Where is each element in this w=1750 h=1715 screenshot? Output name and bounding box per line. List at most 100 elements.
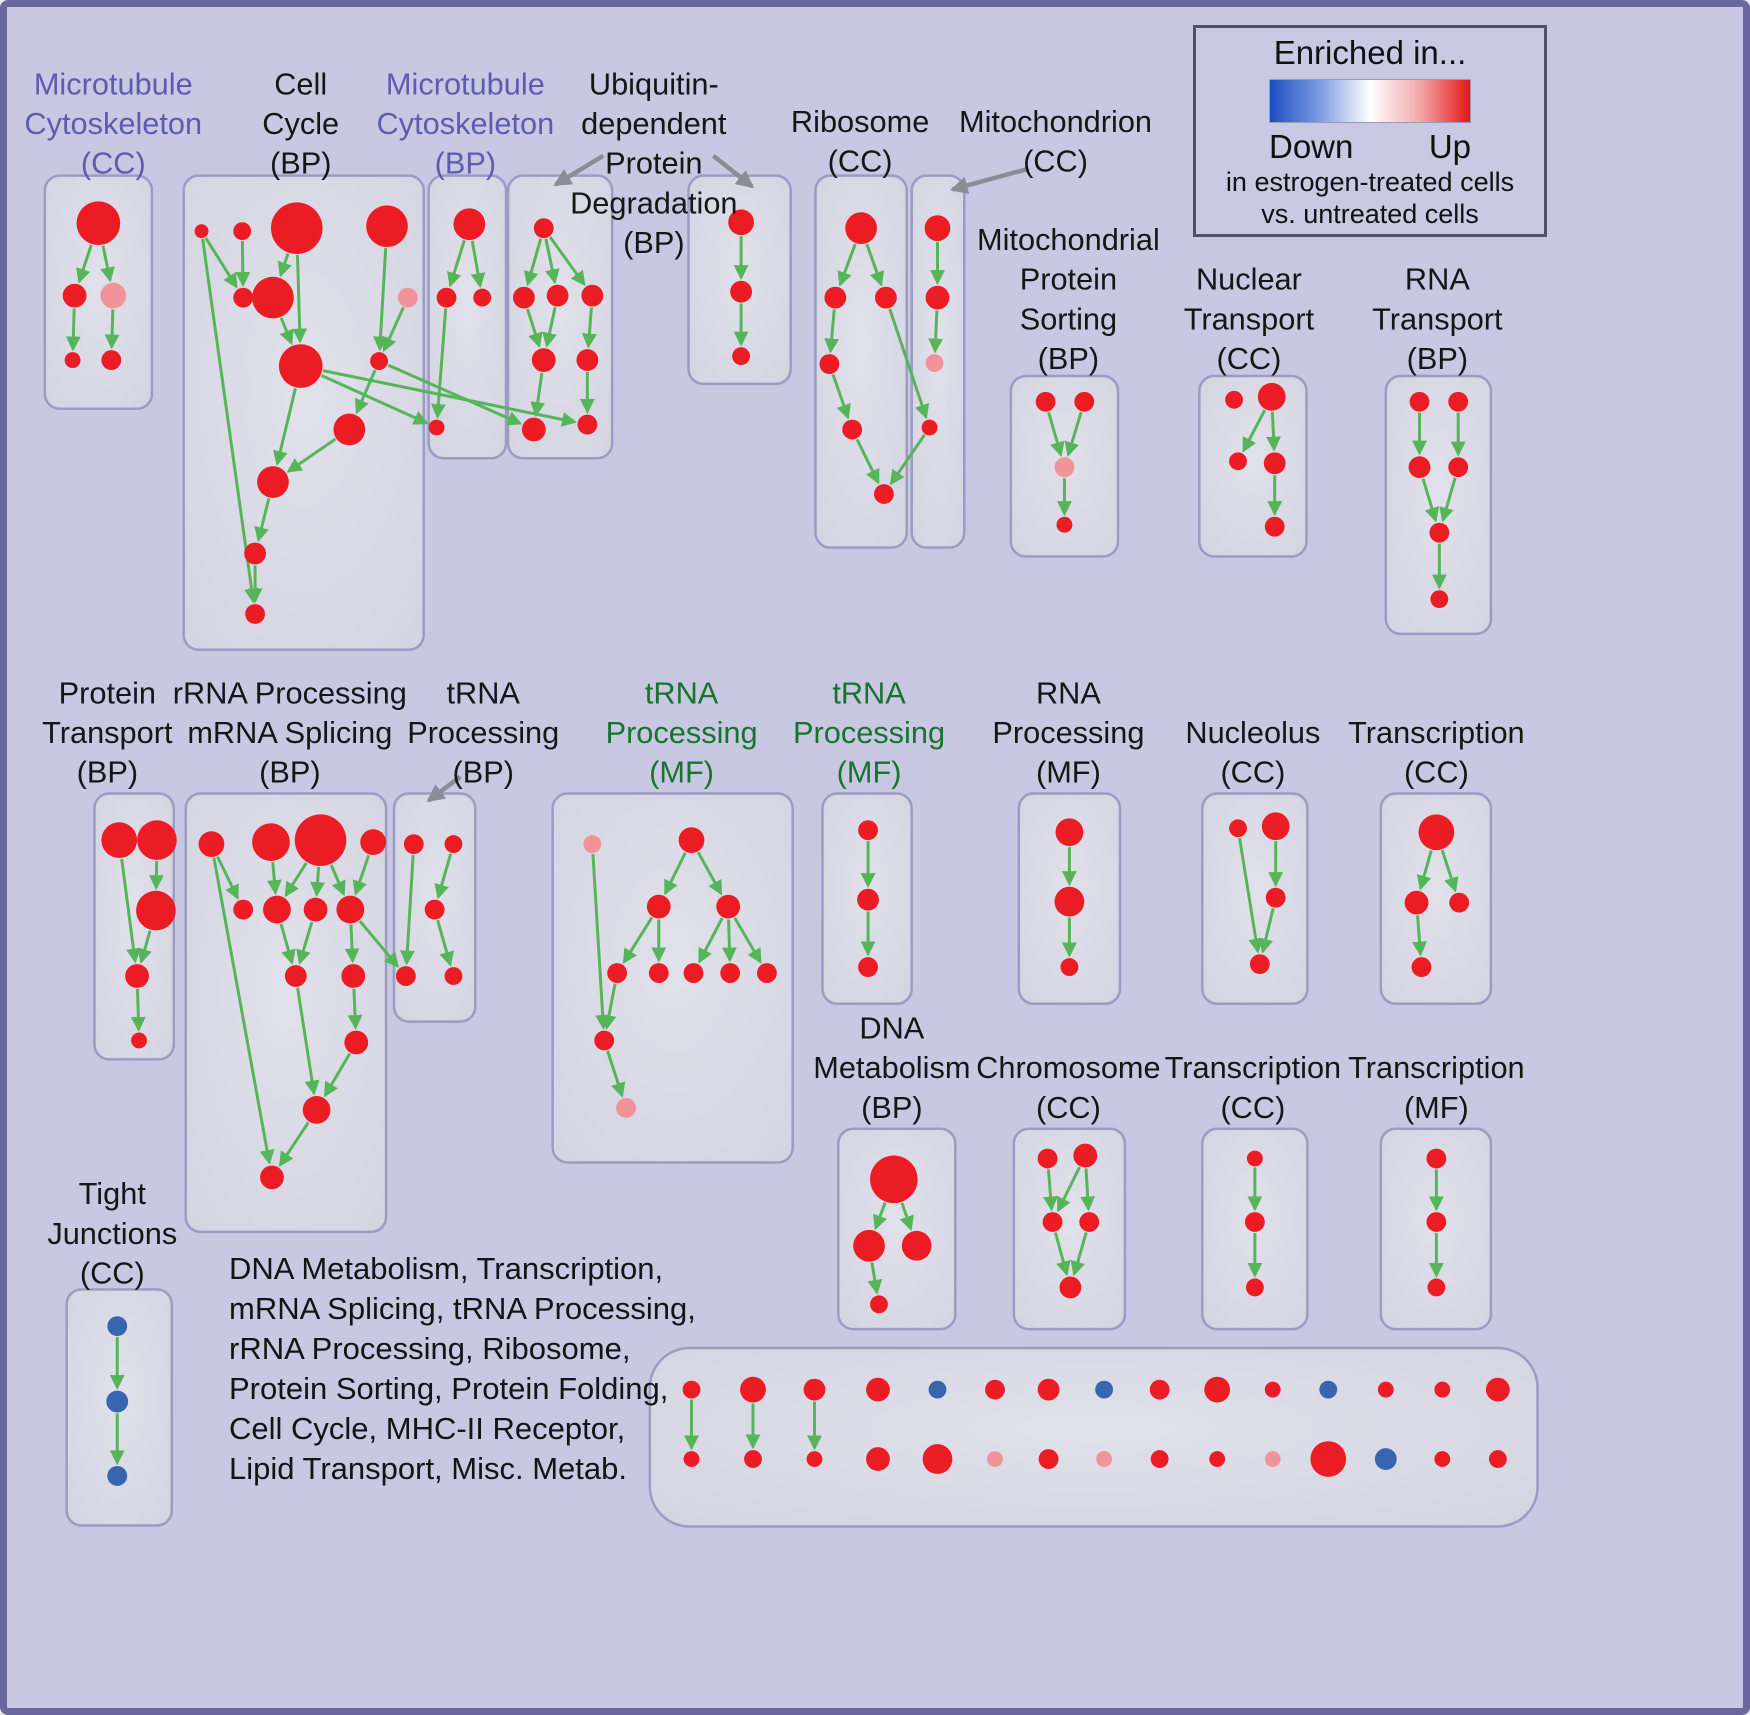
relation-arrow: [254, 498, 271, 543]
relation-arrow: [235, 241, 251, 287]
go-term-node: [842, 419, 863, 440]
go-term-node: [853, 1229, 885, 1262]
cluster-label-microtubule-cytoskeleton-cc-line3: (CC): [81, 146, 146, 181]
go-term-node: [732, 347, 751, 366]
go-term-node: [616, 1098, 636, 1118]
relation-arrow: [889, 434, 926, 486]
go-term-node: [683, 1451, 700, 1467]
go-term-node: [1427, 1278, 1446, 1297]
go-term-node: [1246, 1150, 1263, 1167]
go-term-node: [1434, 1381, 1451, 1398]
cluster-label-trna-processing-mf-large-line2: Processing: [606, 715, 758, 750]
go-term-node: [858, 820, 878, 841]
relation-arrow: [526, 308, 543, 349]
cluster-label-rrna-processing-mrna-splicing-bp-line1: rRNA Processing: [173, 675, 407, 710]
relation-arrow: [277, 253, 292, 278]
cluster-box-rna-transport-bp: [1384, 374, 1493, 636]
label-pointer-arrow: [553, 153, 605, 187]
go-term-node: [646, 894, 671, 919]
go-term-node: [1150, 1450, 1169, 1468]
cluster-label-transcription-mf-line2: (MF): [1404, 1090, 1469, 1125]
go-term-node: [594, 1030, 615, 1051]
cluster-label-rna-transport-bp-line3: (BP): [1407, 341, 1468, 376]
relation-arrow: [387, 363, 523, 426]
cluster-label-nucleolus-cc-line1: Nucleolus: [1185, 715, 1320, 750]
relation-arrow: [322, 369, 577, 427]
relation-arrow: [721, 919, 737, 963]
go-term-node: [233, 222, 252, 241]
relation-arrow: [899, 1202, 914, 1232]
go-term-node: [436, 287, 457, 308]
relation-arrow: [698, 917, 724, 964]
relation-arrow: [278, 1121, 310, 1167]
go-term-node: [284, 965, 307, 987]
relation-arrow: [1412, 915, 1427, 957]
relation-arrow: [1047, 411, 1065, 457]
go-term-node: [1310, 1441, 1347, 1477]
go-term-node: [1042, 1212, 1063, 1232]
relation-arrow: [544, 238, 560, 285]
misc-note-line: DNA Metabolism, Transcription,: [229, 1251, 664, 1286]
cluster-label-mitochondrial-protein-sorting-bp-line1: Mitochondrial: [977, 222, 1160, 257]
go-term-node: [683, 963, 704, 983]
go-term-node: [803, 1378, 826, 1401]
go-term-node: [1073, 1143, 1098, 1168]
go-term-node: [730, 280, 753, 303]
go-term-node: [845, 212, 877, 245]
go-term-node: [62, 283, 87, 308]
go-term-node: [444, 835, 463, 854]
go-term-node: [756, 963, 777, 983]
misc-cluster-note: DNA Metabolism, Transcription,mRNA Splic…: [229, 1249, 696, 1489]
go-term-node: [1426, 1212, 1447, 1232]
go-term-node: [1149, 1379, 1170, 1400]
relation-arrow: [447, 239, 466, 288]
go-term-node: [100, 282, 127, 309]
cluster-label-trna-processing-mf-large-line1: tRNA: [645, 675, 719, 710]
relation-arrow: [1440, 849, 1459, 893]
go-term-node: [870, 1155, 918, 1204]
go-term-node: [453, 208, 486, 241]
relation-arrow: [347, 988, 363, 1030]
relation-arrow: [130, 988, 146, 1032]
go-term-node: [728, 209, 754, 236]
go-term-node: [744, 1450, 762, 1468]
go-term-node: [107, 1316, 128, 1337]
cluster-label-dna-metabolism-bp-line3: (BP): [861, 1090, 922, 1125]
relation-arrow: [470, 240, 486, 289]
relation-arrow: [1080, 1168, 1096, 1212]
go-term-node: [1261, 812, 1290, 841]
go-term-node: [64, 352, 81, 369]
relation-arrow: [1064, 411, 1083, 458]
relation-arrow: [1242, 409, 1267, 453]
cluster-label-cell-cycle-bp-line1: Cell: [274, 66, 327, 101]
go-term-node: [1263, 452, 1286, 475]
cluster-label-cell-cycle-bp-line2: Cycle: [262, 106, 339, 141]
go-term-node: [1035, 391, 1056, 412]
go-term-node: [101, 822, 138, 858]
relation-arrow: [65, 308, 81, 352]
go-term-node: [866, 1377, 890, 1402]
go-term-node: [1244, 1212, 1265, 1232]
cluster-label-nuclear-transport-cc-line2: Transport: [1184, 301, 1315, 336]
go-term-node: [233, 287, 254, 308]
relation-arrow: [855, 438, 880, 485]
go-term-node: [521, 417, 546, 442]
cluster-label-transcription-cc-mid-line2: (CC): [1404, 755, 1469, 790]
go-term-node: [1074, 391, 1095, 412]
cluster-box-nuclear-transport-cc: [1198, 374, 1308, 558]
relation-arrow: [76, 244, 93, 284]
relation-arrow: [352, 854, 371, 896]
relation-arrow: [279, 923, 296, 965]
cluster-box-nucleolus-cc: [1201, 792, 1309, 1006]
relation-arrow: [204, 237, 238, 289]
relation-arrow: [201, 238, 259, 604]
relation-arrow: [355, 369, 377, 415]
cluster-box-protein-transport-bp: [93, 792, 176, 1061]
cluster-label-trna-processing-mf-large-line3: (MF): [649, 755, 714, 790]
cluster-label-ubiquitin-degradation-bp-a-line4: Degradation: [570, 185, 737, 220]
layer-edges: [65, 236, 1466, 1466]
cluster-label-protein-transport-bp-line3: (BP): [77, 755, 138, 790]
cluster-label-protein-transport-bp-line2: Transport: [42, 715, 173, 750]
go-term-node: [922, 1444, 953, 1474]
